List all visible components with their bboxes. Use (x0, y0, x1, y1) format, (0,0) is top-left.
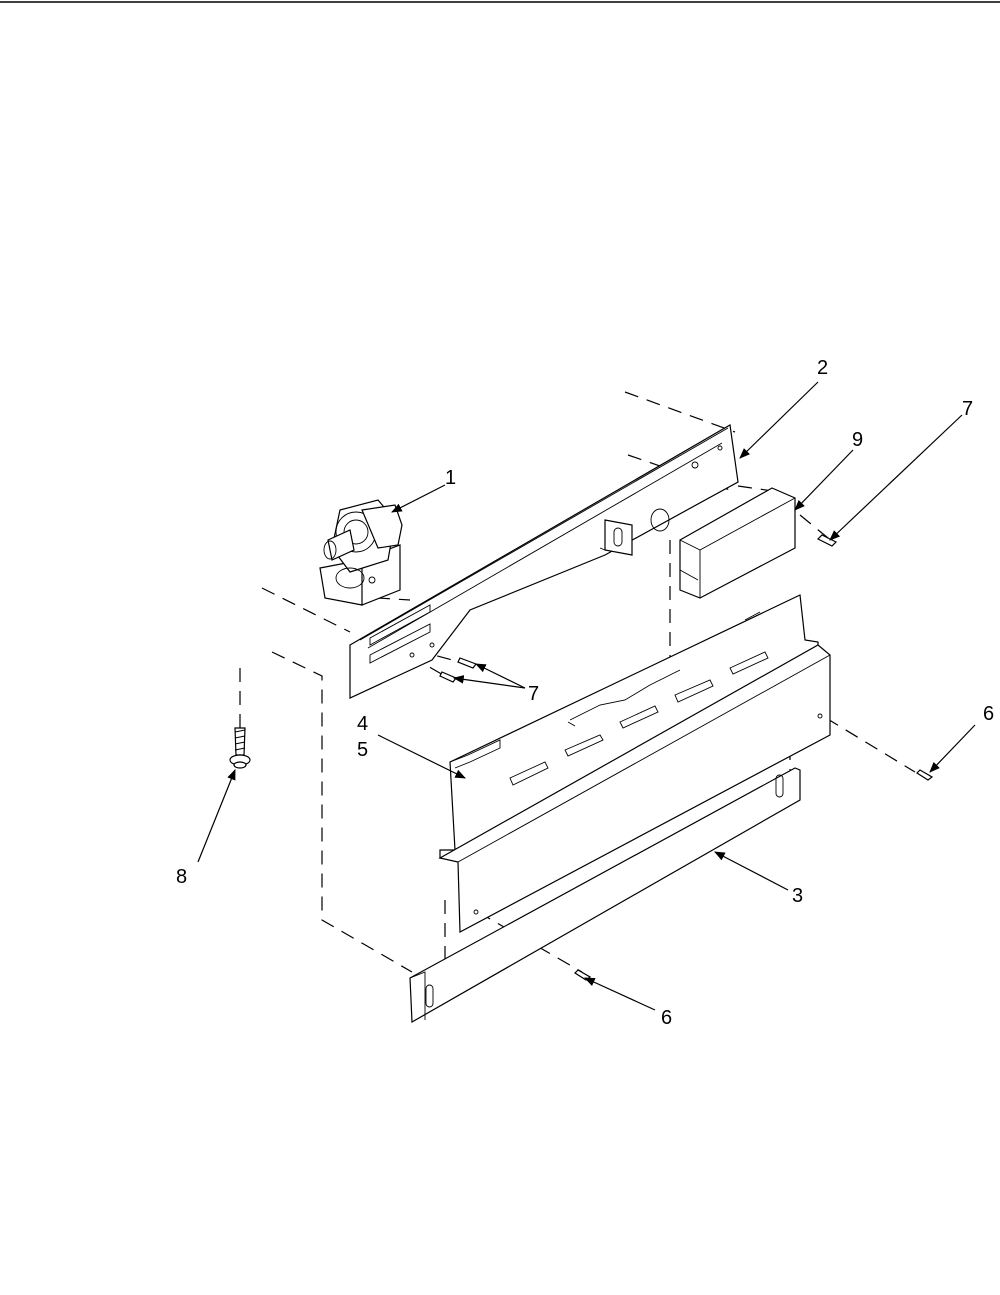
part-9-channel-cover (679, 487, 796, 599)
callout-4: 4 (357, 713, 368, 735)
part-1-valve-assembly (319, 499, 403, 606)
callout-6-bottom: 6 (661, 1007, 672, 1029)
screw-part-6-right (916, 769, 934, 781)
callout-3: 3 (792, 885, 803, 907)
part-3-base-strip (409, 767, 801, 1024)
part-2-rail-bracket (349, 424, 739, 699)
callout-7-top: 7 (962, 398, 973, 420)
callout-9: 9 (852, 429, 863, 451)
callout-8: 8 (176, 866, 187, 888)
callout-2: 2 (817, 357, 828, 379)
callout-6-right: 6 (983, 703, 994, 725)
part-3-front-panel (438, 644, 831, 933)
screw-part-8 (229, 727, 251, 769)
callout-1: 1 (445, 467, 456, 489)
screw-part-7-left-a (457, 657, 477, 669)
callout-7-left: 7 (528, 683, 539, 705)
screw-part-6-bottom (574, 969, 592, 981)
callout-5: 5 (357, 739, 368, 761)
screw-part-7-left-b (439, 671, 457, 683)
leader-lines (197, 381, 976, 1011)
